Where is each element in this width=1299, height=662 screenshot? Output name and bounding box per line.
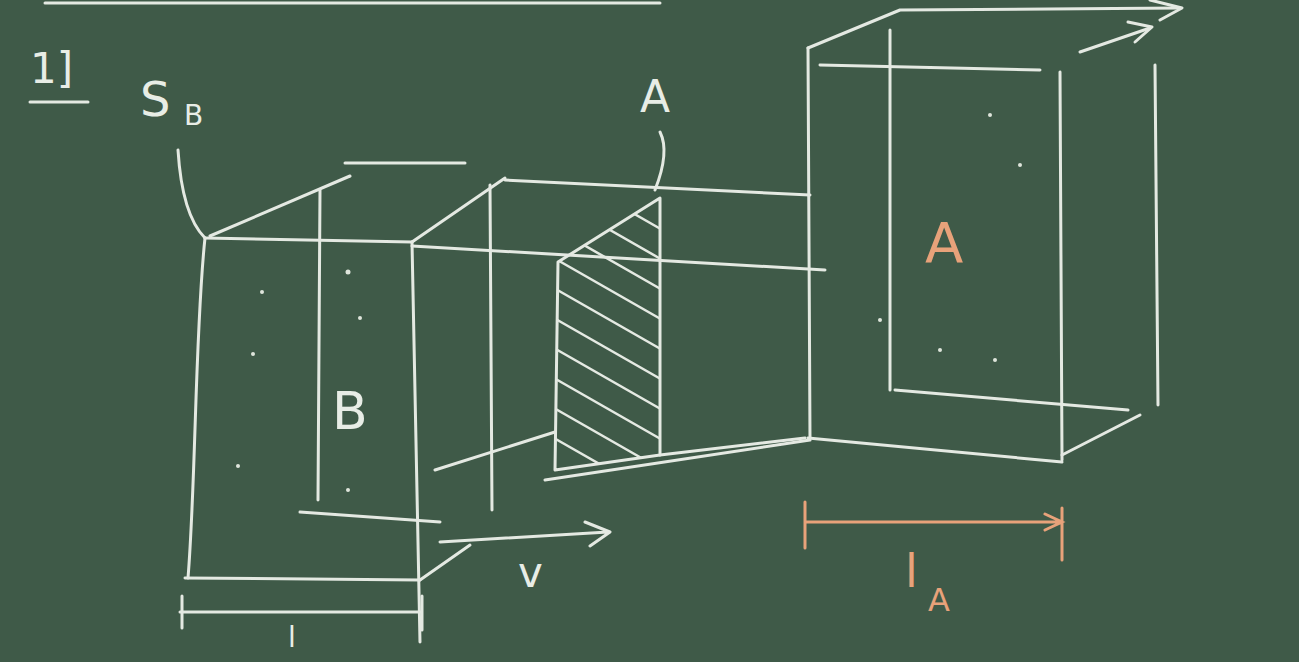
chalk-label: 1] (30, 48, 73, 90)
chalk-label: l (905, 548, 918, 594)
chalk-label: v (518, 552, 543, 594)
frame-leader (178, 150, 205, 238)
chalk-label: S (140, 75, 170, 123)
dimension-bracket (805, 502, 1062, 560)
chalk-label: A (928, 584, 950, 616)
number-underline (30, 101, 88, 104)
plane-leader (655, 132, 664, 190)
chalk-label: l (288, 624, 296, 652)
board-line (45, 2, 660, 5)
motion-lines (412, 180, 825, 480)
chalk-label: A (640, 75, 670, 119)
dimension-bracket (180, 596, 422, 630)
box-region: B (190, 238, 418, 578)
velocity-arrow (440, 522, 610, 546)
box-region: A (810, 65, 1060, 440)
box-a-outline (808, 0, 1182, 462)
hatched-plane (540, 160, 680, 510)
box-label: A (925, 215, 963, 271)
chalk-specks (236, 113, 1022, 492)
box-label: B (332, 385, 368, 437)
chalk-label: B (184, 102, 203, 130)
box-b-outline (185, 163, 505, 642)
